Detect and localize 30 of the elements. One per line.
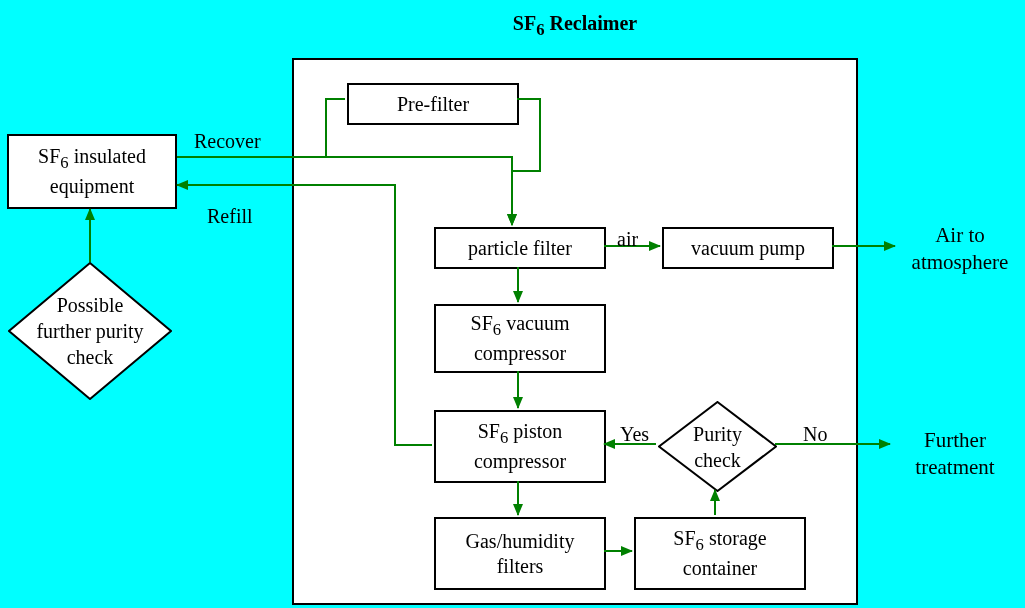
panel-heading: SF$_{6}$ Reclaimer	[511, 12, 639, 40]
arrow	[513, 266, 523, 303]
arrow	[603, 439, 657, 449]
process-box: Pre-filter	[347, 83, 519, 125]
process-box: SF$_{6}$ vacuum compressor	[434, 304, 606, 373]
outlet-label: Further treatment	[890, 425, 1020, 483]
arrow	[603, 241, 661, 251]
outlet-label: Air to atmosphere	[895, 220, 1025, 278]
arrow	[710, 489, 720, 516]
process-box: vacuum pump	[662, 227, 834, 269]
edge-label: air	[617, 229, 639, 249]
arrow	[507, 98, 541, 226]
process-box: SF$_{6}$ piston compressor	[434, 410, 606, 483]
arrow	[774, 439, 891, 449]
edge-label: Yes	[620, 424, 650, 444]
edge-label: Refill	[207, 206, 253, 226]
arrow	[831, 241, 896, 251]
decision-diamond: Possible further purity check	[8, 262, 172, 400]
decision-diamond: Purity check	[658, 401, 777, 492]
process-box: SF$_{6}$ insulated equipment	[7, 134, 177, 209]
arrow	[603, 546, 633, 556]
edge-label: Recover	[194, 131, 261, 151]
arrow	[176, 180, 433, 446]
arrow	[513, 480, 523, 516]
process-box: Gas/humidity filters	[434, 517, 606, 590]
arrow	[85, 208, 95, 263]
process-box: particle filter	[434, 227, 606, 269]
process-box: SF$_{6}$ storage container	[634, 517, 806, 590]
arrow	[513, 370, 523, 409]
edge-label: No	[803, 424, 828, 444]
